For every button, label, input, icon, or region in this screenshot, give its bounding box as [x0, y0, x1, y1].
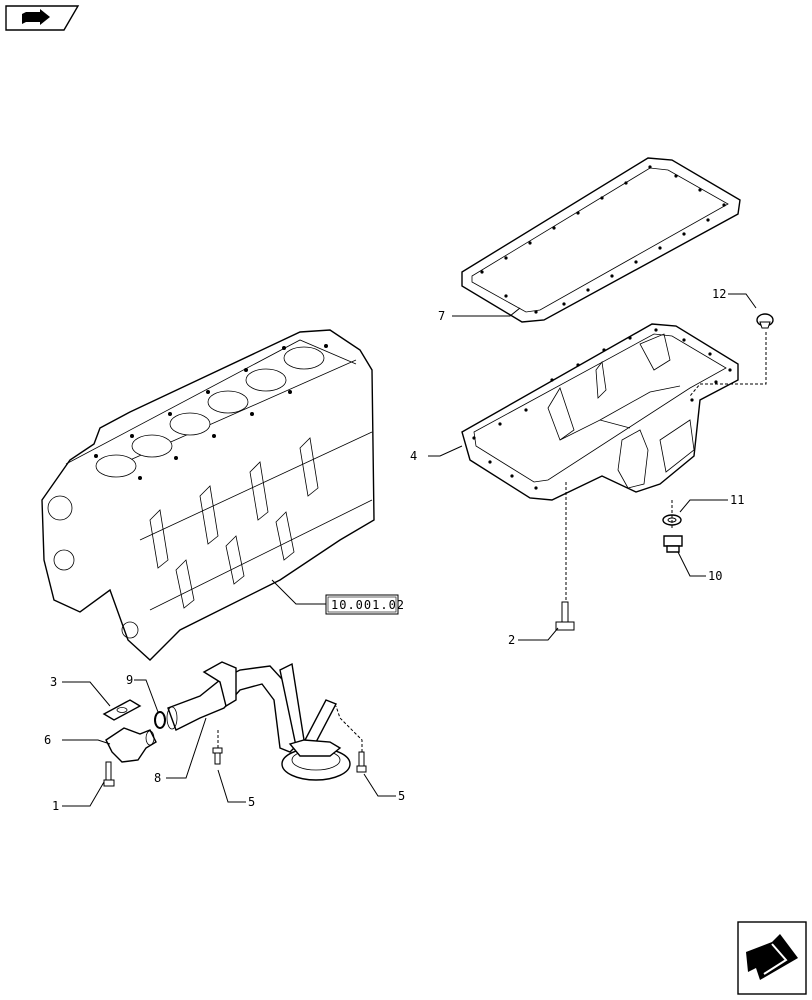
reference-box[interactable]: 10.001.02 [325, 594, 405, 615]
callout-3: 3 [50, 675, 57, 689]
callout-1: 1 [52, 799, 59, 813]
engine-block [41, 329, 375, 661]
callout-2: 2 [508, 633, 515, 647]
drain-plug [663, 535, 683, 553]
callout-7: 7 [438, 309, 445, 323]
oil-strainer [281, 739, 351, 781]
oil-suction-pipe [166, 661, 337, 753]
callout-9: 9 [126, 673, 133, 687]
next-page-arrow-icon[interactable] [737, 921, 807, 995]
o-ring [154, 711, 166, 729]
pan-bolt [555, 601, 575, 631]
suction-pipe-gasket [102, 699, 142, 721]
oil-pan-gasket [461, 157, 741, 323]
callout-5a: 5 [248, 795, 255, 809]
callout-10: 10 [708, 569, 722, 583]
callout-6: 6 [44, 733, 51, 747]
screw-5b [356, 751, 367, 773]
screw-5a [212, 747, 223, 765]
bolt-1 [103, 761, 115, 787]
plug [756, 313, 774, 329]
callout-12: 12 [712, 287, 726, 301]
callout-5b: 5 [398, 789, 405, 803]
callout-4: 4 [410, 449, 417, 463]
book-arrow-icon[interactable] [5, 5, 80, 31]
reference-box-label: 10.001.02 [331, 598, 405, 612]
oil-pan [461, 323, 739, 501]
leader-lines [62, 293, 767, 807]
callout-11: 11 [730, 493, 744, 507]
suction-flange [105, 727, 157, 763]
callout-8: 8 [154, 771, 161, 785]
